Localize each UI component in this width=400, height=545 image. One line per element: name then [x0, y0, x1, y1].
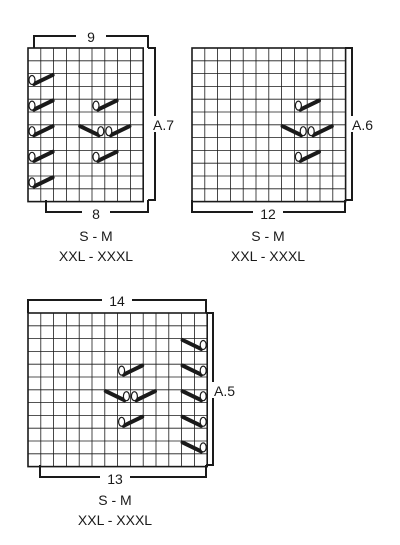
grid-frame	[27, 47, 144, 203]
cable-symbol-right	[28, 124, 55, 138]
chart-a5-cables	[103, 338, 207, 454]
chart-a6-size-line-1: S - M	[251, 228, 284, 244]
chart-a5-size-line-1: S - M	[98, 492, 131, 508]
cable-symbol-right	[294, 98, 321, 112]
cable-symbol-left	[78, 124, 105, 138]
chart-a7-grid	[27, 47, 144, 203]
chart-a6-grid	[191, 47, 347, 203]
chart-a6-label: A.6	[352, 117, 373, 133]
cable-symbol-right	[28, 149, 55, 163]
cable-symbol-left	[180, 363, 207, 377]
cable-symbol-left	[180, 414, 207, 428]
cable-symbol-right	[105, 124, 132, 138]
cable-symbol-left	[180, 338, 207, 351]
cable-symbol-left	[103, 389, 131, 403]
cable-symbol-right	[28, 175, 55, 189]
cable-symbol-right	[92, 98, 119, 112]
cable-symbol-left	[180, 440, 207, 454]
cable-symbol-right	[117, 414, 145, 428]
cable-symbol-right	[28, 73, 55, 86]
grid-frame	[191, 47, 347, 203]
chart-a5-top-count: 14	[109, 293, 125, 309]
chart-a6: A.6 12 S - M XXL - XXXL	[191, 47, 382, 264]
chart-a7-cables	[28, 73, 132, 189]
chart-a7-size-line-2: XXL - XXXL	[59, 248, 133, 264]
chart-a5: 14 A.5 13 S - M XXL - XXXL	[27, 293, 243, 528]
chart-a5-grid	[27, 312, 208, 468]
cable-symbol-right	[28, 98, 55, 112]
chart-a5-size-line-2: XXL - XXXL	[78, 512, 152, 528]
chart-a6-bottom-count: 12	[260, 206, 276, 222]
cable-symbol-left	[280, 124, 307, 138]
chart-a7-bottom-count: 8	[92, 206, 100, 222]
chart-a7-label: A.7	[153, 117, 174, 133]
grid-frame	[27, 312, 208, 468]
chart-a7: 9 A.7 8 S - M XXL - XXXL	[27, 29, 182, 264]
cable-symbol-right	[294, 149, 321, 163]
cable-symbol-right	[307, 124, 334, 138]
chart-a7-top-count: 9	[87, 29, 95, 45]
cable-symbol-right	[117, 363, 145, 377]
cable-symbol-left	[180, 389, 207, 403]
chart-a6-size-line-2: XXL - XXXL	[231, 248, 305, 264]
cable-symbol-right	[92, 149, 119, 163]
chart-a6-cables	[280, 98, 334, 163]
chart-a5-label: A.5	[214, 383, 235, 399]
chart-a7-size-line-1: S - M	[79, 228, 112, 244]
cable-symbol-right	[130, 389, 157, 403]
chart-a5-bottom-count: 13	[107, 471, 123, 487]
